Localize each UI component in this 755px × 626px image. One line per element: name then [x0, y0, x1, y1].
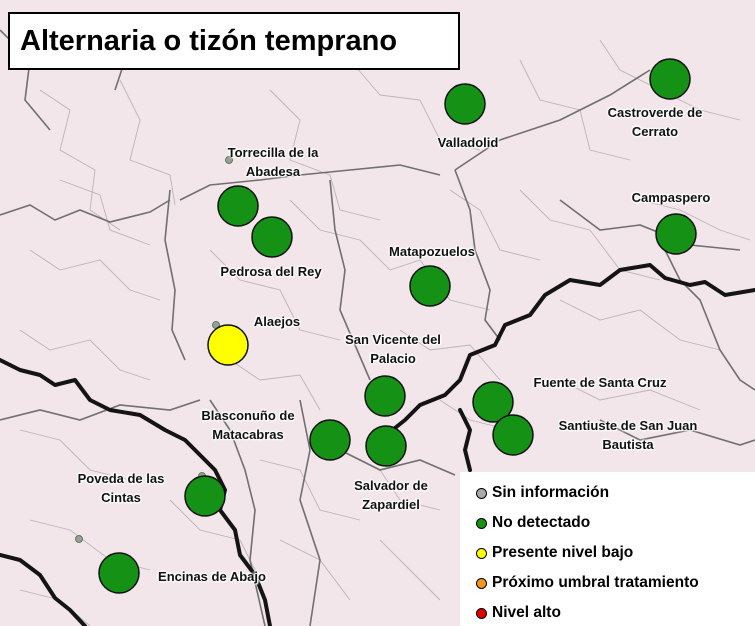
legend-item-no-detectado: No detectado — [460, 508, 755, 538]
station-marker-salvador[interactable] — [365, 425, 407, 467]
station-marker-fuente[interactable] — [472, 381, 514, 423]
map-title: Alternaria o tizón temprano — [8, 12, 460, 70]
station-label-valladolid: Valladolid — [437, 135, 499, 150]
station-marker-campaspero[interactable] — [655, 213, 697, 255]
legend-item-nivel-alto: Nivel alto — [460, 598, 755, 626]
station-marker-santiuste[interactable] — [492, 414, 534, 456]
legend-dot-icon — [476, 577, 487, 589]
station-label-pedrosa: Pedrosa del Rey — [220, 264, 322, 279]
station-label-castroverde: Castroverde de Cerrato — [607, 105, 703, 139]
station-marker-san-vicente[interactable] — [364, 375, 406, 417]
legend: Sin información No detectado Presente ni… — [460, 472, 755, 626]
legend-item-proximo-umbral: Próximo umbral tratamiento — [460, 568, 755, 598]
station-label-blasconuno: Blasconuño de Matacabras — [201, 408, 295, 442]
legend-dot-icon — [476, 607, 487, 619]
station-label-alaejos: Alaejos — [253, 314, 301, 329]
station-label-torrecilla: Torrecilla de la Abadesa — [227, 145, 319, 179]
station-label-encinas: Encinas de Abajo — [158, 569, 266, 584]
station-label-campaspero: Campaspero — [631, 190, 711, 205]
legend-dot-icon — [476, 547, 487, 559]
station-marker-poveda[interactable] — [184, 475, 226, 517]
station-marker-pedrosa[interactable] — [251, 216, 293, 258]
legend-label: Nivel alto — [492, 604, 561, 621]
station-label-san-vicente: San Vicente del Palacio — [345, 332, 441, 366]
legend-label: Sin información — [492, 484, 610, 501]
legend-dot-icon — [476, 517, 487, 529]
station-label-fuente: Fuente de Santa Cruz — [533, 375, 667, 390]
station-label-matapozuelos: Matapozuelos — [389, 244, 475, 259]
station-marker-blasconuno[interactable] — [309, 419, 351, 461]
legend-label: No detectado — [492, 514, 591, 531]
provincial-boundaries — [0, 263, 755, 626]
legend-label: Presente nivel bajo — [492, 544, 634, 561]
station-marker-castroverde[interactable] — [649, 58, 691, 100]
station-marker-alaejos[interactable] — [207, 324, 249, 366]
legend-item-presente-nivel-bajo: Presente nivel bajo — [460, 538, 755, 568]
station-marker-matapozuelos[interactable] — [409, 265, 451, 307]
legend-dot-icon — [476, 487, 487, 499]
legend-label: Próximo umbral tratamiento — [492, 574, 699, 591]
municipal-boundaries — [19, 39, 751, 626]
station-marker-torrecilla[interactable] — [217, 185, 259, 227]
legend-item-sin-informacion: Sin información — [460, 478, 755, 508]
station-marker-valladolid[interactable] — [444, 83, 486, 125]
station-label-santiuste: Santiuste de San Juan Bautista — [558, 418, 698, 452]
station-marker-encinas[interactable] — [98, 552, 140, 594]
station-label-salvador: Salvador de Zapardiel — [354, 478, 428, 512]
station-label-poveda: Poveda de las Cintas — [77, 471, 165, 505]
